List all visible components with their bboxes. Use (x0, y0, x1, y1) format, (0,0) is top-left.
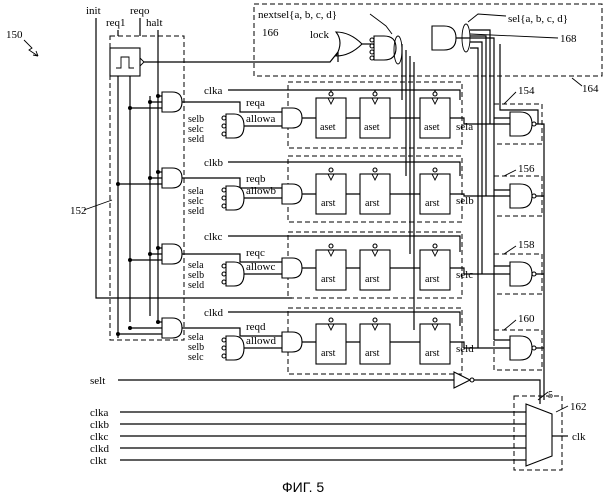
label-clk: clk (572, 431, 586, 443)
wire-lock-to-detector (144, 52, 338, 62)
and-gate-b-halt (162, 168, 182, 188)
and-gate-b (282, 184, 302, 204)
ref-164: 164 (582, 83, 599, 95)
label-clkc: clkc (204, 231, 222, 243)
ref-160: 160 (518, 313, 535, 325)
label-reqb: reqb (246, 173, 266, 185)
label-clkd: clkd (204, 307, 223, 319)
nor-gate-b (226, 186, 244, 210)
label-mux-clka: clka (90, 407, 108, 419)
svg-text:aset: aset (364, 122, 380, 133)
ref-166: 166 (262, 27, 279, 39)
svg-text:arst: arst (425, 274, 440, 285)
label-mux-clkd: clkd (90, 443, 109, 455)
label-sel: sel{a, b, c, d} (508, 13, 568, 25)
label-selt: selt (90, 375, 105, 387)
mux-input-wires (120, 412, 526, 460)
or-gate-lock (336, 32, 362, 56)
label-b-sel3: seld (188, 206, 204, 217)
label-clkb: clkb (204, 157, 223, 169)
svg-text:aset: aset (320, 122, 336, 133)
svg-text:aset: aset (424, 122, 440, 133)
nor-gate-c (226, 262, 244, 286)
and-gate-nextsel (374, 36, 396, 60)
label-clka: clka (204, 85, 222, 97)
edge-detector (110, 48, 140, 76)
and-gate-d-halt (162, 318, 182, 338)
label-reqa: reqa (246, 97, 265, 109)
svg-text:arst: arst (365, 348, 380, 359)
svg-text:arst: arst (425, 198, 440, 209)
svg-text:arst: arst (321, 198, 336, 209)
figure-caption: ФИГ. 5 (282, 479, 324, 495)
label-seld: seld (456, 343, 474, 355)
ref-156: 156 (518, 163, 535, 175)
ref-154: 154 (518, 85, 535, 97)
svg-text:arst: arst (365, 274, 380, 285)
label-mux-clkb: clkb (90, 419, 109, 431)
and-gate-a (282, 108, 302, 128)
ref-150-arrow (24, 40, 38, 56)
label-a-sel3: seld (188, 134, 204, 145)
label-sela: sela (456, 121, 473, 133)
svg-text:arst: arst (321, 348, 336, 359)
nor-gate-d (226, 336, 244, 360)
label-selc: selc (456, 269, 473, 281)
label-reqo: reqo (130, 5, 150, 17)
channel-d: clkd reqd sela selb selc allowd arst ars… (116, 307, 544, 374)
label-nextsel: nextsel{a, b, c, d} (258, 9, 337, 21)
label-reqc: reqc (246, 247, 265, 259)
svg-text:arst: arst (365, 198, 380, 209)
out-gate-c (510, 262, 532, 286)
ref-168: 168 (560, 33, 577, 45)
ref-158: 158 (518, 239, 535, 251)
label-req1: req1 (106, 17, 126, 29)
label-allowa: allowa (246, 113, 275, 125)
label-allowb: allowb (246, 185, 276, 197)
svg-text:arst: arst (425, 348, 440, 359)
label-reqd: reqd (246, 321, 266, 333)
label-allowd: allowd (246, 335, 276, 347)
and-gate-c-halt (162, 244, 182, 264)
svg-text:arst: arst (321, 274, 336, 285)
ref-162: 162 (570, 401, 587, 413)
channel-b: clkb reqb sela selc seld allowb arst ars… (116, 156, 544, 222)
out-gate-a (510, 112, 532, 136)
nor-gate-a (226, 114, 244, 138)
and-gate-sel (432, 26, 456, 50)
out-gate-b (510, 184, 532, 208)
ref-150: 150 (6, 29, 23, 41)
label-mux-clkt: clkt (90, 455, 107, 467)
ref-152: 152 (70, 205, 87, 217)
label-init: init (86, 5, 101, 17)
mux (526, 404, 552, 466)
and-gate-c (282, 258, 302, 278)
and-gate-d (282, 332, 302, 352)
label-lock: lock (310, 29, 329, 41)
label-allowc: allowc (246, 261, 275, 273)
label-mux-clkc: clkc (90, 431, 108, 443)
label-selb: selb (456, 195, 474, 207)
label-d-sel3: selc (188, 352, 204, 363)
and-gate-a-halt (162, 92, 182, 112)
label-c-sel3: seld (188, 280, 204, 291)
out-gate-d (510, 336, 532, 360)
label-halt: halt (146, 17, 163, 29)
